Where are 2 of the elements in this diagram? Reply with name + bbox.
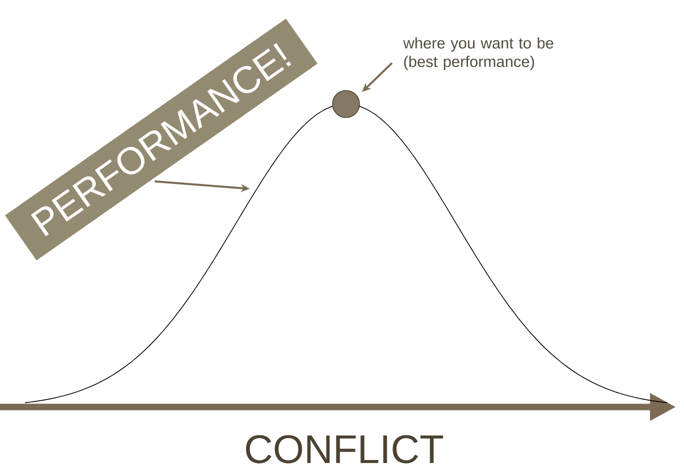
callout-text: where you want to be (best performance) <box>403 37 554 70</box>
peak-dot <box>332 90 360 118</box>
